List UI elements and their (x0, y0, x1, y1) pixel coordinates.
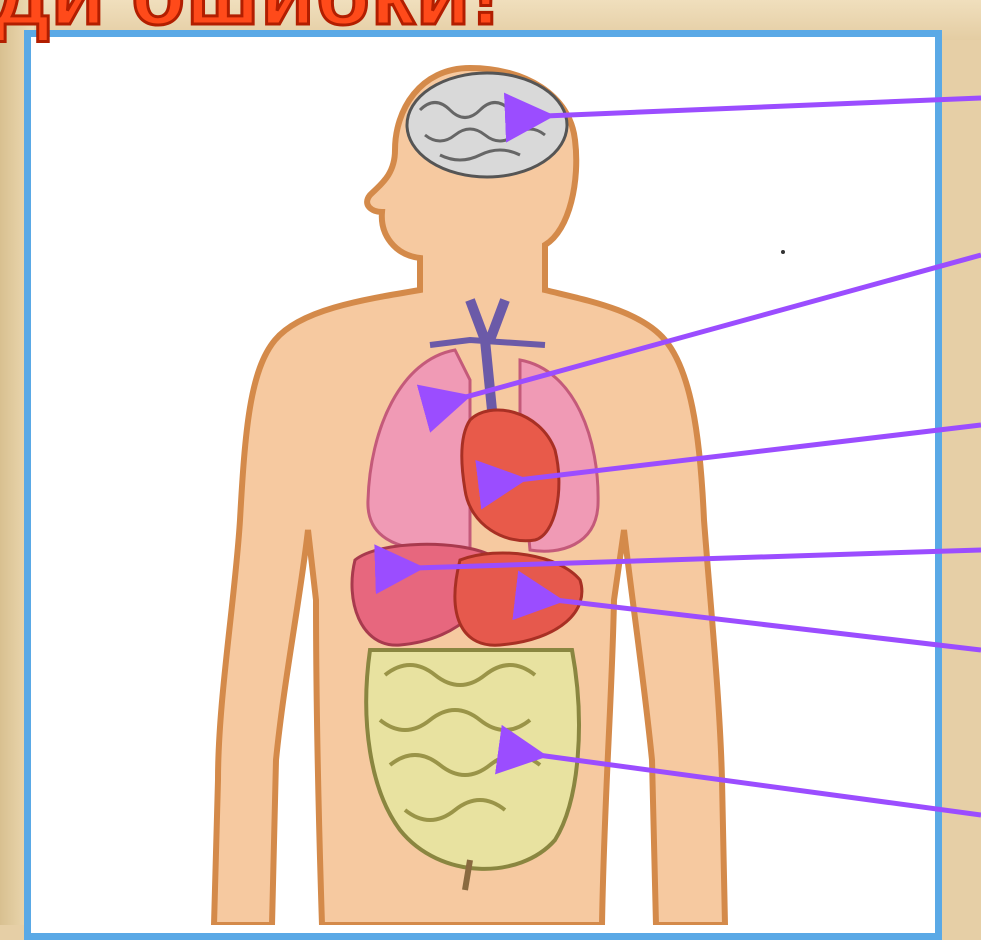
speck (781, 250, 785, 254)
page-title: ди ошибки! (0, 0, 501, 38)
arrow-brain (545, 98, 981, 116)
arrow-stomach (555, 600, 981, 650)
brain-icon (407, 73, 567, 177)
